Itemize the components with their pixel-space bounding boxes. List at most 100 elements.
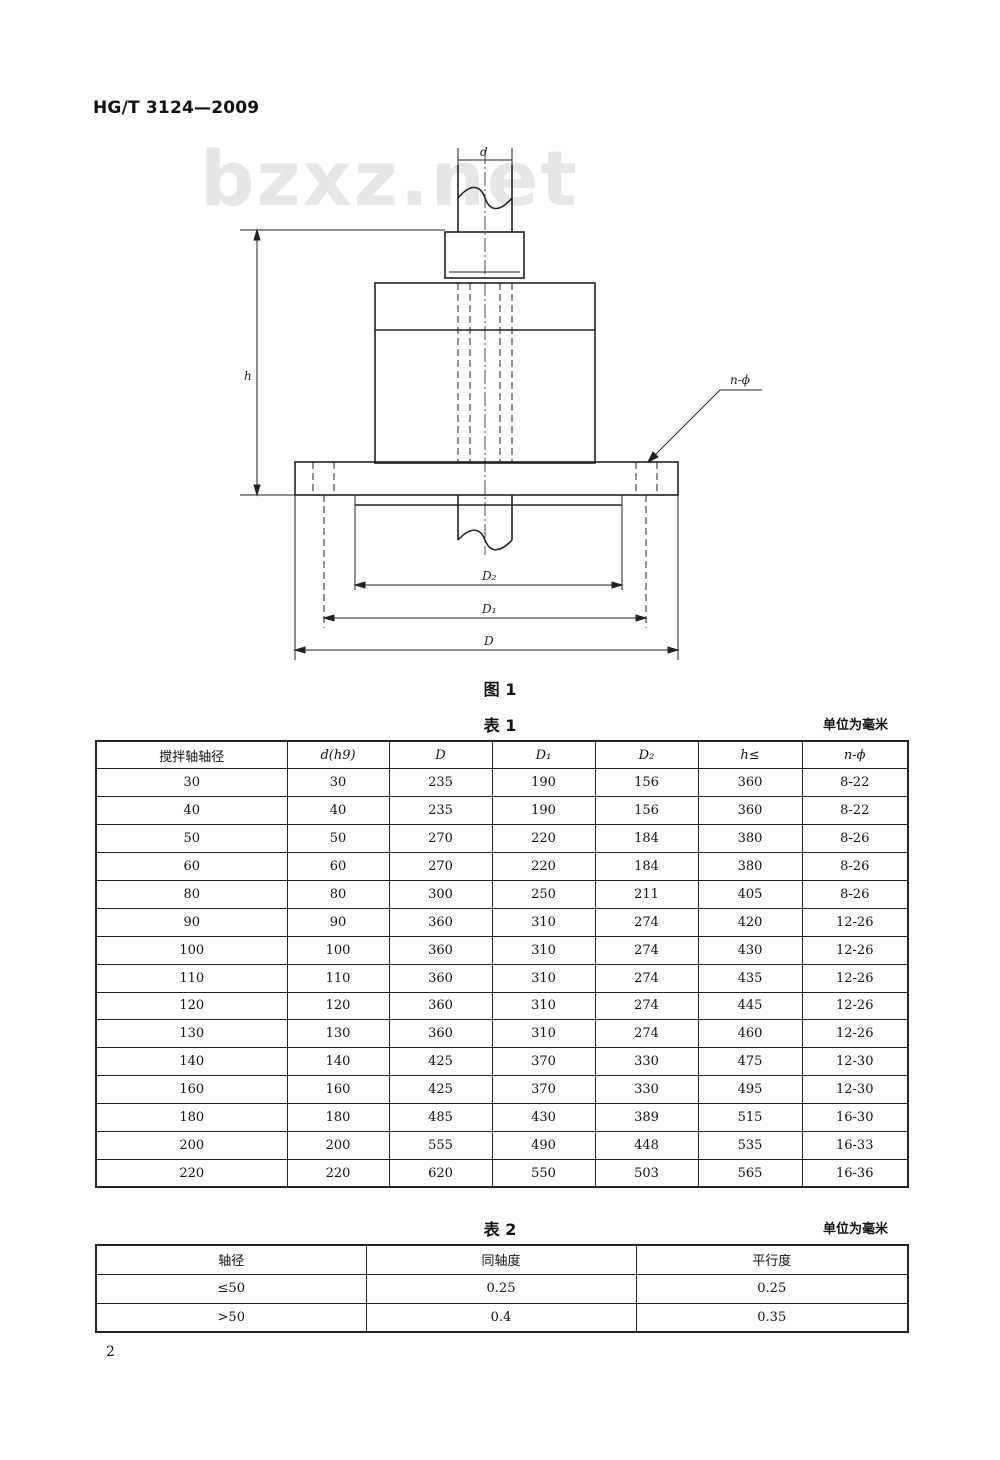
table-cell: 370 xyxy=(491,1047,596,1077)
header-D2: D₂ xyxy=(594,740,699,770)
table-cell: 425 xyxy=(388,1075,493,1105)
table-cell: 0.25 xyxy=(635,1273,909,1304)
table-cell: 110 xyxy=(286,963,390,993)
table-cell: 90 xyxy=(95,907,288,937)
table-cell: 40 xyxy=(286,796,390,826)
table-cell: 220 xyxy=(286,1158,390,1188)
table-cell: 160 xyxy=(286,1075,390,1105)
header-shaft-diameter: 轴径 xyxy=(95,1244,367,1275)
table-cell: 8-22 xyxy=(801,768,909,798)
table-cell: 475 xyxy=(697,1047,803,1077)
table-cell: 565 xyxy=(697,1158,803,1188)
page-number: 2 xyxy=(106,1344,115,1360)
table-cell: 620 xyxy=(388,1158,493,1188)
table-cell: 460 xyxy=(697,1019,803,1049)
table-cell: 274 xyxy=(594,935,699,965)
table-cell: 360 xyxy=(388,935,493,965)
watermark: bzxz.net xyxy=(200,134,579,223)
collar xyxy=(444,231,525,279)
table-cell: 515 xyxy=(697,1103,803,1132)
table-cell: 130 xyxy=(95,1019,288,1049)
table-cell: 445 xyxy=(697,991,803,1021)
table-cell: 211 xyxy=(594,879,699,909)
table-cell: 235 xyxy=(388,796,493,826)
table-cell: 110 xyxy=(95,963,288,993)
table-cell: 100 xyxy=(286,935,390,965)
standard-code: HG/T 3124—2009 xyxy=(93,98,260,118)
table1-caption: 表 1 xyxy=(483,716,517,735)
table-cell: 274 xyxy=(594,991,699,1021)
table-cell: 180 xyxy=(95,1103,288,1132)
table-cell: 156 xyxy=(594,768,699,798)
table-cell: 425 xyxy=(388,1047,493,1077)
table-cell: 310 xyxy=(491,1019,596,1049)
table2-unit: 单位为毫米 xyxy=(822,1222,888,1237)
table-cell: 330 xyxy=(594,1047,699,1077)
table-cell: 274 xyxy=(594,963,699,993)
label-D1: D₁ xyxy=(481,602,496,616)
table-cell: 30 xyxy=(286,768,390,798)
table-cell: 360 xyxy=(388,963,493,993)
table-header-row: 轴径 同轴度 平行度 xyxy=(95,1244,909,1275)
table-cell: 430 xyxy=(491,1103,596,1132)
table-cell: 490 xyxy=(491,1130,596,1160)
header-coaxiality: 同轴度 xyxy=(365,1244,637,1275)
table-cell: 16-36 xyxy=(801,1158,909,1188)
table-cell: 420 xyxy=(697,907,803,937)
table-cell: 40 xyxy=(95,796,288,826)
table-cell: 8-26 xyxy=(801,879,909,909)
table-cell: 120 xyxy=(286,991,390,1021)
table-cell: 274 xyxy=(594,907,699,937)
header-D1: D₁ xyxy=(491,740,596,770)
table-cell: 435 xyxy=(697,963,803,993)
table-cell: 140 xyxy=(286,1047,390,1077)
table-cell: 190 xyxy=(491,768,596,798)
table-cell: 90 xyxy=(286,907,390,937)
flange xyxy=(294,461,679,496)
table-cell: 8-26 xyxy=(801,852,909,881)
table-cell: 220 xyxy=(491,852,596,881)
label-n-phi: n-ϕ xyxy=(730,373,750,387)
table-cell: ≤50 xyxy=(95,1273,367,1304)
table-cell: 555 xyxy=(388,1130,493,1160)
table-cell: 80 xyxy=(286,879,390,909)
table-cell: 0.4 xyxy=(365,1302,637,1333)
table-cell: 30 xyxy=(95,768,288,798)
header-h: h≤ xyxy=(697,740,803,770)
table-cell: 220 xyxy=(491,824,596,854)
table-cell: 184 xyxy=(594,824,699,854)
table-cell: 0.25 xyxy=(365,1273,637,1304)
table-cell: >50 xyxy=(95,1302,367,1333)
table-cell: 50 xyxy=(286,824,390,854)
table-cell: 360 xyxy=(388,907,493,937)
table-cell: 360 xyxy=(388,1019,493,1049)
table-cell: 100 xyxy=(95,935,288,965)
table-cell: 360 xyxy=(697,768,803,798)
table-cell: 12-30 xyxy=(801,1047,909,1077)
table-cell: 50 xyxy=(95,824,288,854)
table-cell: 235 xyxy=(388,768,493,798)
table-cell: 12-26 xyxy=(801,991,909,1021)
header-D: D xyxy=(388,740,493,770)
table-cell: 360 xyxy=(697,796,803,826)
table-cell: 8-22 xyxy=(801,796,909,826)
table-cell: 300 xyxy=(388,879,493,909)
header-n-phi: n-ϕ xyxy=(801,740,909,770)
table-cell: 0.35 xyxy=(635,1302,909,1333)
label-D2: D₂ xyxy=(481,569,497,583)
table-cell: 160 xyxy=(95,1075,288,1105)
table-cell: 16-30 xyxy=(801,1103,909,1132)
table-cell: 12-26 xyxy=(801,963,909,993)
